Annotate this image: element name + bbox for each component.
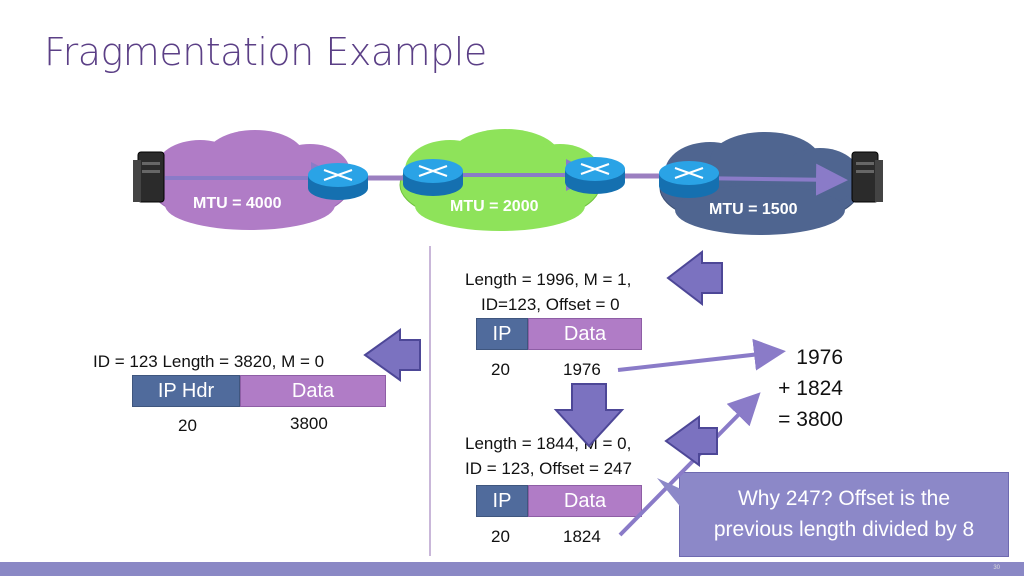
left-arrow-icon xyxy=(363,328,421,382)
server-icon xyxy=(133,151,165,203)
slide-title: Fragmentation Example xyxy=(44,30,487,74)
original-data: Data xyxy=(240,375,386,407)
fragment1-caption-line2: ID=123, Offset = 0 xyxy=(481,295,620,314)
router-icon xyxy=(403,159,463,196)
sum-line3: = 3800 xyxy=(778,408,843,431)
fragment2-ip-header: IP xyxy=(476,485,528,517)
sum-calculation: 1976 + 1824 = 3800 xyxy=(740,342,843,435)
fragment1-header-size: 20 xyxy=(491,360,510,379)
original-ip-header: IP Hdr xyxy=(132,375,240,407)
fragment2-data-size: 1824 xyxy=(563,527,601,546)
callout-line1: Why 247? Offset is the xyxy=(737,487,951,510)
fragment1-data-size: 1976 xyxy=(563,360,601,379)
sum-line2: + 1824 xyxy=(778,377,843,400)
arrow-to-sum xyxy=(617,338,786,372)
mtu-label-1500: MTU = 1500 xyxy=(709,201,798,218)
sum-line1: 1976 xyxy=(796,346,843,369)
original-header-size: 20 xyxy=(178,416,197,435)
mtu-label-2000: MTU = 2000 xyxy=(450,198,539,215)
fragment1-ip-header: IP xyxy=(476,318,528,350)
router-icon xyxy=(565,157,625,194)
page-number: 30 xyxy=(993,565,1000,571)
divider xyxy=(429,246,431,556)
callout-line2: previous length divided by 8 xyxy=(713,518,975,541)
down-arrow-icon xyxy=(553,383,625,448)
callout-pointer xyxy=(657,478,683,510)
arrow-to-sum xyxy=(618,392,761,537)
explanation-callout: Why 247? Offset is the previous length d… xyxy=(679,472,1009,557)
original-caption: ID = 123 Length = 3820, M = 0 xyxy=(93,352,325,371)
router-icon xyxy=(308,163,368,200)
footer-bar xyxy=(0,562,1024,576)
original-data-size: 3800 xyxy=(290,414,328,433)
fragment2-header-size: 20 xyxy=(491,527,510,546)
fragment2-data: Data xyxy=(528,485,642,517)
router-icon xyxy=(659,161,719,198)
server-icon xyxy=(851,151,883,203)
mtu-label-4000: MTU = 4000 xyxy=(193,195,282,212)
fragment2-caption-line2: ID = 123, Offset = 247 xyxy=(465,459,632,478)
left-arrow-icon xyxy=(664,415,718,467)
left-arrow-icon xyxy=(666,249,723,307)
fragment1-caption-line1: Length = 1996, M = 1, xyxy=(465,270,632,289)
fragment1-data: Data xyxy=(528,318,642,350)
